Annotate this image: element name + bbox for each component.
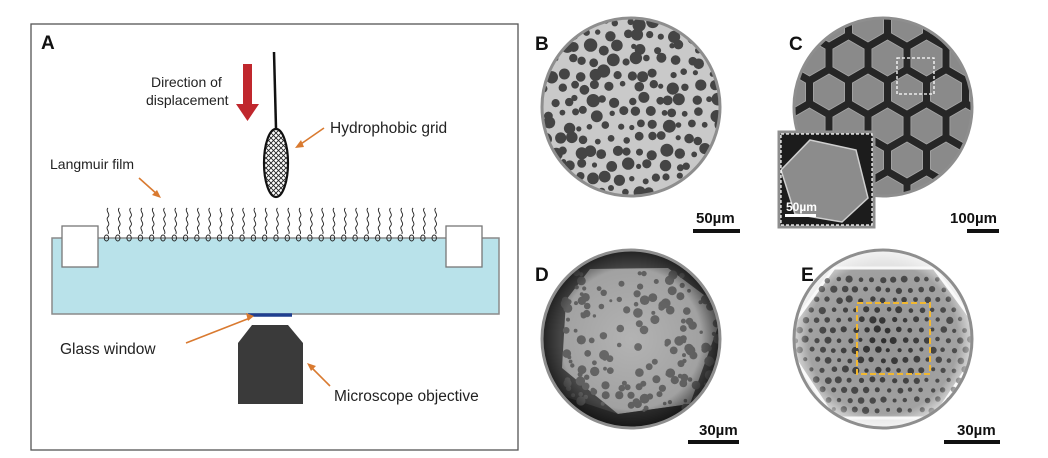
panel-e-viewport	[792, 248, 974, 430]
grid-rod	[272, 51, 278, 129]
direction-label-line2: displacement	[146, 92, 229, 108]
panel-c-inset-scale-bar	[785, 214, 816, 217]
langmuir-film-label: Langmuir film	[50, 156, 134, 172]
panel-a: A Direction of displacement Hydrophobic …	[30, 23, 519, 451]
panel-d: D 30µm	[535, 248, 739, 444]
microscope-objective	[238, 325, 303, 404]
hydrophobic-grid-icon	[262, 127, 290, 199]
panel-c-scale-bar	[967, 229, 999, 233]
langmuir-film-molecules	[103, 207, 437, 242]
direction-label-line1: Direction of	[151, 74, 222, 90]
barrier-left	[61, 225, 99, 268]
panel-c-viewport	[792, 16, 974, 198]
panel-a-letter: A	[41, 33, 55, 54]
barrier-right	[445, 225, 483, 268]
panel-c-scale-label: 100µm	[950, 210, 997, 227]
panel-b-scale-label: 50µm	[696, 210, 735, 227]
panel-c-inset: 50µm	[777, 130, 876, 229]
water-trough	[51, 237, 500, 315]
direction-arrow-icon	[236, 64, 259, 121]
panel-e-letter: E	[801, 265, 814, 286]
panel-d-viewport	[540, 248, 722, 430]
hydrophobic-grid-label: Hydrophobic grid	[330, 120, 447, 137]
panel-e-scale-label: 30µm	[957, 422, 996, 439]
panel-c-roi-box	[896, 57, 935, 95]
panel-b-scale-bar	[693, 229, 740, 233]
panel-d-scale-label: 30µm	[699, 422, 738, 439]
panel-c: C 50µm 100µm	[777, 16, 999, 233]
panel-c-inset-scale-label: 50µm	[786, 200, 817, 214]
panel-d-letter: D	[535, 265, 549, 286]
glass-window-label: Glass window	[60, 341, 156, 358]
panel-d-scale-bar	[688, 440, 739, 444]
panel-e: E 30µm	[792, 248, 1000, 444]
pointer-arrows	[138, 127, 331, 387]
microscope-objective-label: Microscope objective	[334, 388, 479, 405]
panel-b-letter: B	[535, 34, 549, 55]
panel-b: B 50µm	[535, 16, 740, 233]
panel-e-scale-bar	[944, 440, 1000, 444]
panel-e-roi-box	[856, 302, 931, 375]
panel-c-letter: C	[789, 34, 803, 55]
panel-b-viewport	[540, 16, 722, 198]
